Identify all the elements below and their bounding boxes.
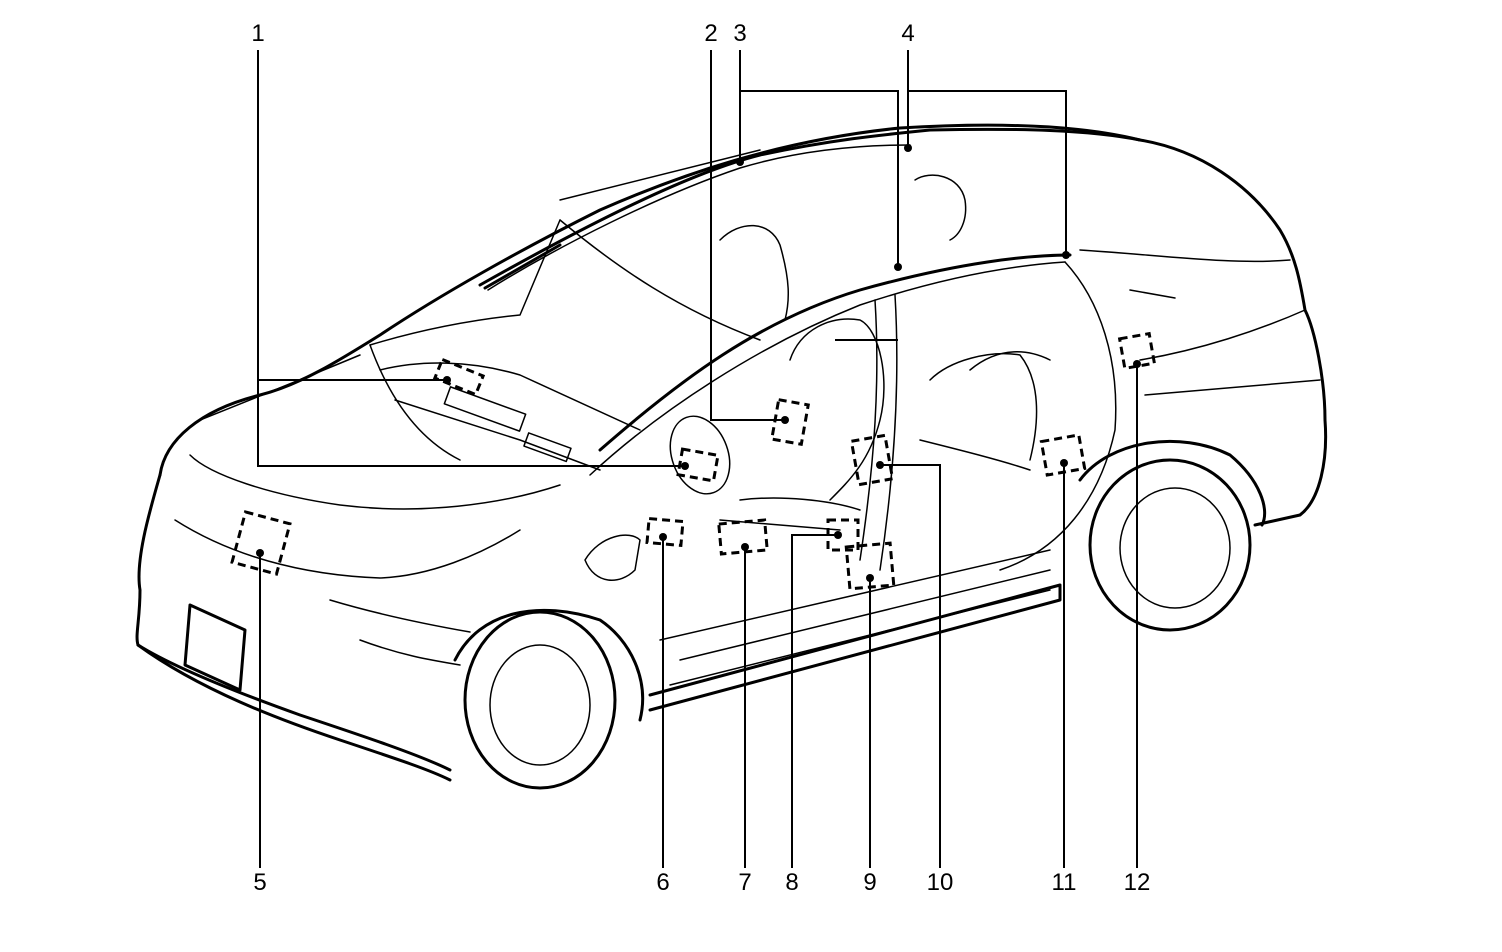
- callout-5: 5: [253, 869, 267, 896]
- callout-6: 6: [656, 869, 670, 896]
- callout-12: 12: [1123, 869, 1151, 896]
- callout-9: 9: [863, 869, 877, 896]
- dot-1a: [443, 376, 451, 384]
- box-10: [849, 433, 895, 487]
- callout-2: 2: [704, 20, 718, 47]
- dot-6: [659, 533, 667, 541]
- dot-4a: [904, 144, 912, 152]
- callout-3: 3: [733, 20, 747, 47]
- box-6: [645, 516, 685, 548]
- dot-4b: [1062, 251, 1070, 259]
- dot-10: [876, 461, 884, 469]
- dashed-indicators: [230, 331, 1157, 591]
- callout-11: 11: [1051, 869, 1077, 896]
- dot-5: [256, 549, 264, 557]
- callout-4: 4: [901, 20, 915, 47]
- dot-8: [834, 531, 842, 539]
- box-11: [1039, 433, 1087, 477]
- dot-7: [741, 543, 749, 551]
- dot-1b: [681, 462, 689, 470]
- dot-9: [866, 574, 874, 582]
- car-outline: [135, 123, 1328, 790]
- callout-8: 8: [785, 869, 799, 896]
- leader-10: [880, 464, 941, 868]
- leader-dots: [256, 144, 1141, 582]
- leader-4-top: [908, 90, 1067, 255]
- dot-11: [1060, 459, 1068, 467]
- dot-3a: [736, 158, 744, 166]
- dot-12: [1133, 360, 1141, 368]
- leader-3-top: [740, 90, 899, 267]
- box-2: [770, 397, 810, 447]
- box-1-upper: [432, 357, 486, 397]
- dot-2: [781, 416, 789, 424]
- leader-2: [710, 50, 785, 421]
- box-9: [844, 541, 896, 591]
- dot-3b: [894, 263, 902, 271]
- callout-10: 10: [926, 869, 954, 896]
- box-5: [230, 510, 292, 576]
- leader-8: [791, 534, 838, 868]
- callout-1: 1: [251, 20, 265, 47]
- leader-1: [257, 50, 685, 467]
- box-1-lower: [676, 447, 720, 483]
- callout-7: 7: [738, 869, 752, 896]
- leader-lines: [257, 50, 1138, 868]
- box-12: [1117, 331, 1157, 371]
